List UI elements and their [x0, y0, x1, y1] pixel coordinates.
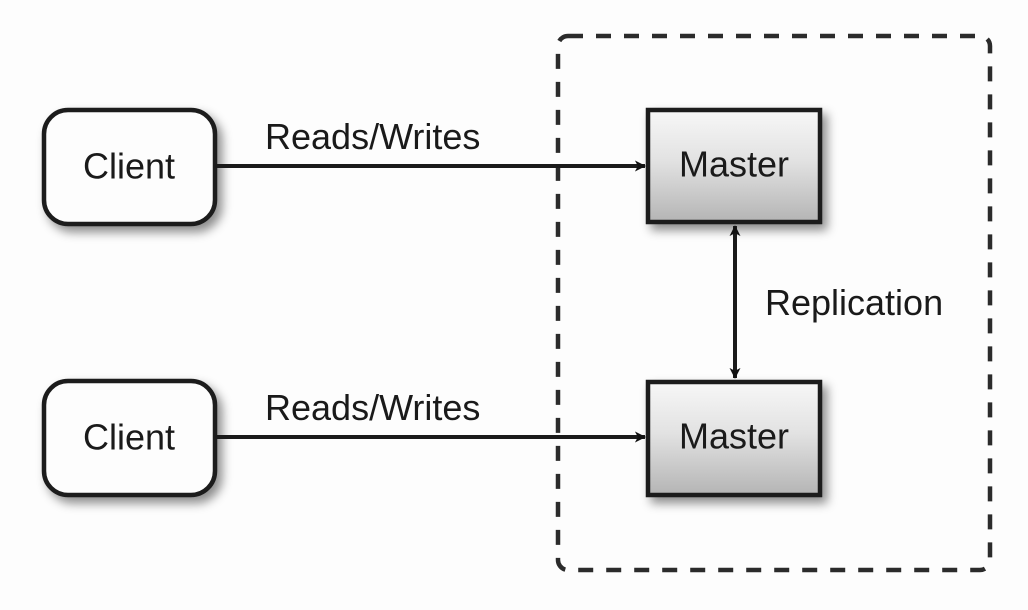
node-master-top[interactable]: Master [645, 107, 823, 225]
node-client-top[interactable]: Client [41, 107, 218, 227]
master-top-label: Master [679, 144, 789, 185]
client-top-label: Client [83, 146, 175, 187]
replication-group-boundary [555, 33, 993, 573]
master-bottom-label: Master [679, 416, 789, 457]
edge-client-bottom-master-bottom: Reads/Writes [215, 387, 646, 443]
edge-label-reads-writes-bottom: Reads/Writes [265, 387, 480, 428]
edge-label-replication: Replication [765, 282, 943, 323]
edge-client-top-master-top: Reads/Writes [215, 116, 646, 172]
edge-master-replication: Replication [729, 225, 943, 379]
node-client-bottom[interactable]: Client [41, 378, 218, 498]
node-master-bottom[interactable]: Master [645, 379, 823, 498]
master-bottom-shape [645, 379, 823, 498]
edge-label-reads-writes-top: Reads/Writes [265, 116, 480, 157]
master-top-shape [645, 107, 823, 225]
client-bottom-label: Client [83, 417, 175, 458]
